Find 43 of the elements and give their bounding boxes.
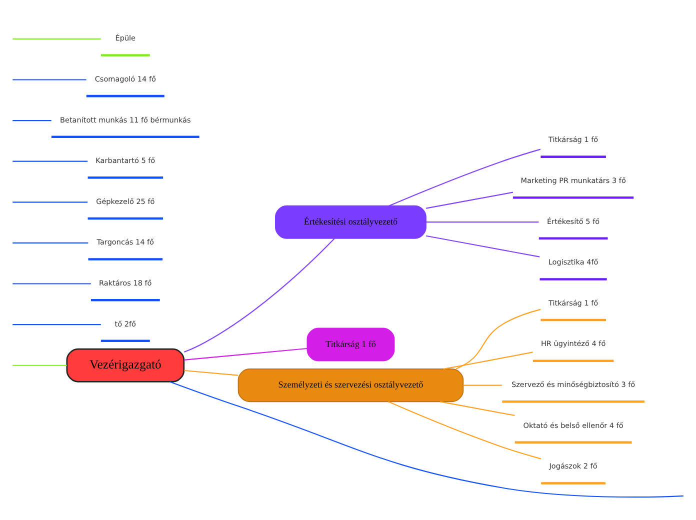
connector: [426, 192, 514, 209]
node-text: Targoncás 14 fő: [96, 238, 154, 247]
node-text: Értékesítő 5 fő: [547, 216, 600, 226]
node-text: Csomagoló 14 fő: [94, 74, 156, 84]
connector: [184, 348, 308, 360]
connector: [12, 324, 101, 326]
node-text: Betanított munkás 11 fő bérmunkás: [60, 115, 191, 124]
connector: [463, 384, 502, 386]
connector: [443, 352, 533, 370]
node-text: Karbantartó 5 fő: [96, 156, 156, 166]
node-text: tő 2fő: [114, 319, 136, 328]
node-box: Titkárság 1 fő: [306, 328, 395, 362]
node-text: Titkárság 1 fő: [548, 135, 598, 144]
connector: [184, 238, 335, 353]
connector: [12, 79, 86, 80]
connector: [12, 160, 88, 162]
connector: [12, 202, 88, 203]
connector: [170, 381, 684, 498]
node-text: Épüle: [115, 34, 136, 43]
connector: [440, 401, 515, 416]
connector: [388, 401, 542, 460]
connector: [12, 242, 88, 244]
connector: [426, 222, 539, 223]
connector: [12, 120, 52, 122]
node-text: HR ügyintéző 4 fő: [540, 339, 606, 348]
node-text: Logisztika 4fő: [548, 258, 598, 267]
node-text: Gépkezelő 25 fő: [96, 196, 155, 206]
connector: [426, 235, 540, 258]
connector: [389, 148, 541, 206]
node-text: Marketing PR munkatárs 3 fő: [520, 176, 626, 186]
node-box: Vezérigazgató: [66, 348, 185, 382]
node-text: Titkárság 1 fő: [548, 298, 598, 308]
connector: [12, 38, 101, 40]
node-text: Raktáros 18 fő: [99, 278, 152, 288]
node-box: Értékesítési osztályvezető: [275, 205, 426, 239]
connector: [456, 308, 541, 370]
node-box: Személyzeti és szervezési osztályvezető: [238, 368, 464, 402]
connector: [12, 364, 67, 366]
node-text: Oktató és belső ellenőr 4 fő: [523, 420, 624, 430]
connector: [12, 283, 91, 284]
connector: [184, 370, 238, 376]
node-text: Jogászok 2 fő: [549, 462, 598, 471]
node-text: Szervező és minőségbiztosító 3 fő: [512, 380, 636, 390]
